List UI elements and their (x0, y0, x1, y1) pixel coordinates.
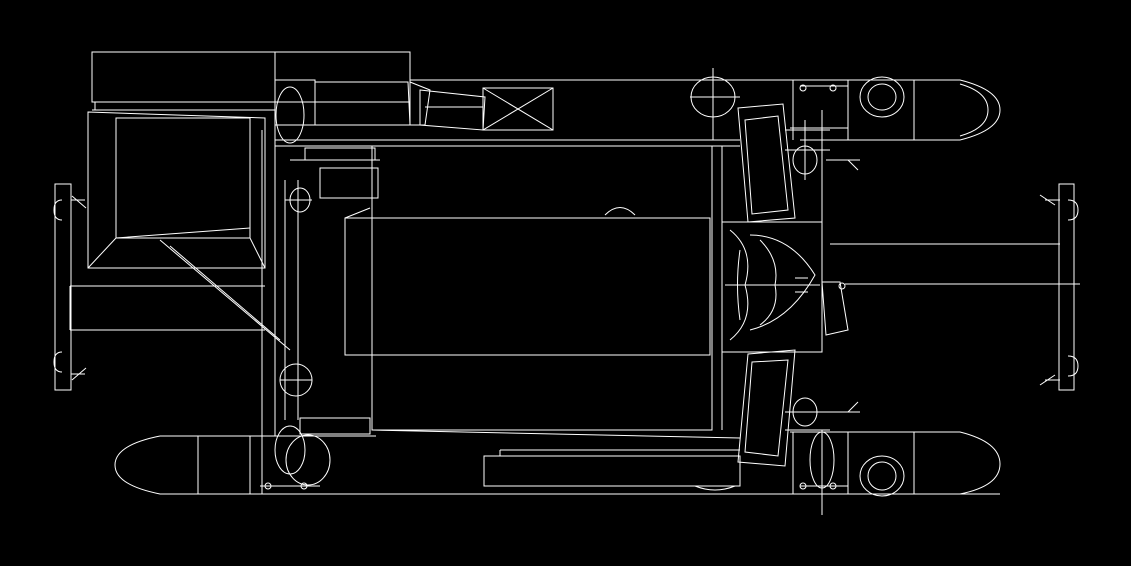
centerline-markers (690, 68, 822, 230)
main-cabin (345, 146, 740, 438)
upper-rudder-box (420, 88, 553, 130)
lower-long-box (484, 450, 740, 490)
lower-right-hull (790, 430, 1000, 515)
crossbar-lower (738, 350, 860, 466)
bow-compartment (722, 222, 848, 352)
aft-deckhouse (70, 52, 410, 436)
right-transom (830, 184, 1080, 390)
left-transom (54, 184, 86, 390)
lower-left-hull (115, 435, 1000, 494)
